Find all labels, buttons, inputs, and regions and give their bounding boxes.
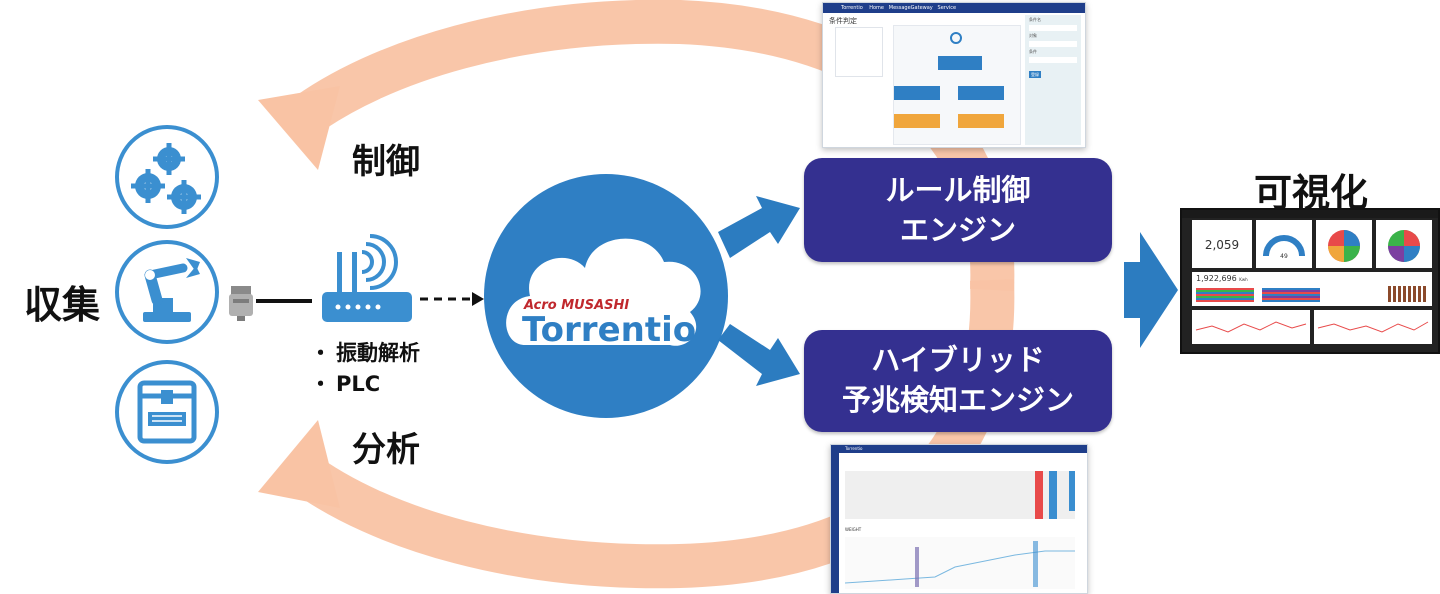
flow-node [958, 86, 1004, 100]
flow-node [958, 114, 1004, 128]
3d-printer-icon [117, 362, 217, 462]
hybrid-engine-line1: ハイブリッド [804, 340, 1112, 380]
robot-arm-icon [117, 242, 217, 342]
arrow-to-hybrid-engine [718, 324, 800, 386]
temperature-panel [1192, 310, 1310, 344]
kpi-panel: 2,059 [1192, 220, 1252, 268]
rule-engine-line2: エンジン [804, 210, 1112, 250]
rule-canvas [893, 25, 1021, 145]
rule-submit-button[interactable]: 登録 [1029, 71, 1041, 78]
flow-node [938, 56, 982, 70]
data-flow-arrow [420, 292, 484, 306]
start-node [950, 32, 962, 44]
wifi-router-icon [322, 236, 412, 322]
sensor-icon [229, 286, 253, 321]
rule-properties-panel: 条件名 対象 条件 登録 [1025, 15, 1081, 145]
bullet-item: ・振動解析 [310, 338, 420, 369]
pie-panel [1316, 220, 1372, 268]
logo-brand-big: Torrentio [522, 310, 696, 350]
flow-node [894, 114, 940, 128]
weight-line-chart [845, 537, 1075, 589]
hybrid-engine-box: ハイブリッド 予兆検知エンジン [804, 330, 1112, 432]
rule-engine-box: ルール制御 エンジン [804, 158, 1112, 262]
label-control: 制御 [352, 134, 420, 183]
label-analysis: 分析 [352, 422, 420, 471]
gears-icon [117, 127, 217, 227]
timeseries-panel: 1,922,696 Kwh [1192, 272, 1432, 306]
hybrid-sidebar [831, 453, 839, 593]
visualization-dashboard: 2,059 49 1,922,696 Kwh [1180, 208, 1440, 354]
rule-palette [835, 27, 883, 77]
rule-page-title: 条件判定 [829, 16, 857, 26]
weight-label: WEIGHT [845, 527, 861, 532]
rule-editor-screenshot: Torrentio Home MessageGateway Service 条件… [822, 2, 1086, 148]
hybrid-engine-line2: 予兆検知エンジン [804, 380, 1112, 420]
arrow-to-rule-engine [718, 196, 800, 258]
rule-navbar: Torrentio Home MessageGateway Service [823, 3, 1085, 13]
rule-engine-line1: ルール制御 [804, 170, 1112, 210]
label-collect: 収集 [24, 274, 100, 329]
arrow-to-visualization [1124, 232, 1178, 348]
cloud-icon [484, 174, 728, 418]
svg-text:49: 49 [1280, 253, 1288, 260]
flow-node [894, 86, 940, 100]
hybrid-navbar: Torrentio [831, 445, 1087, 453]
hybrid-detection-screenshot: Torrentio WEIGHT [830, 444, 1088, 594]
input-list: ・振動解析 ・PLC [310, 338, 420, 400]
anomaly-chart [845, 471, 1075, 519]
gauge-panel: 49 [1256, 220, 1312, 268]
temperature-panel [1314, 310, 1432, 344]
pie-panel [1376, 220, 1432, 268]
bullet-item: ・PLC [310, 369, 420, 400]
